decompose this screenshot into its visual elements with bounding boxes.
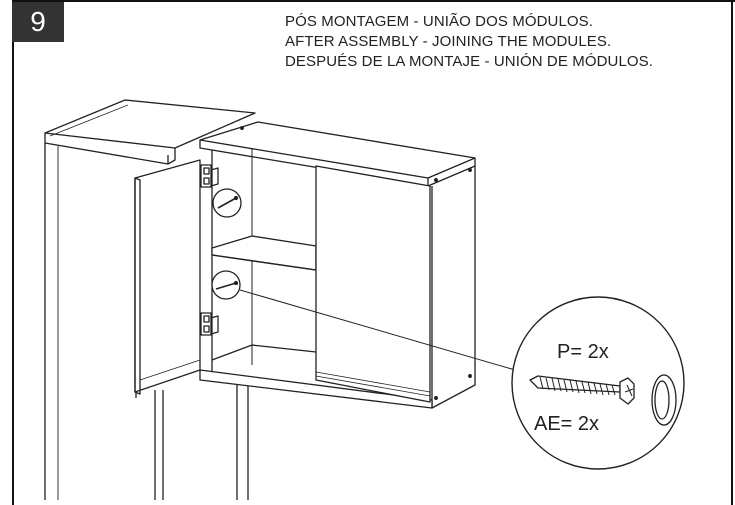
wall-cabinet — [199, 121, 476, 409]
page-border-top — [12, 0, 735, 2]
open-left-door — [134, 159, 219, 398]
screw-quantity-label: P= 2x — [557, 341, 609, 363]
page-border-left — [12, 0, 14, 505]
title-english: AFTER ASSEMBLY - JOINING THE MODULES. — [285, 33, 612, 50]
step-number-badge: 9 — [12, 2, 64, 42]
title-spanish: DESPUÉS DE LA MONTAJE - UNIÓN DE MÓDULOS… — [285, 53, 654, 70]
hardware-callout: P= 2x AE= 2x — [511, 296, 685, 470]
screw-hole-markers — [211, 188, 242, 300]
page-border-right — [731, 0, 733, 505]
callout-leader-line — [239, 289, 523, 373]
title-portuguese: PÓS MONTAGEM - UNIÃO DOS MÓDULOS. — [285, 13, 594, 30]
tall-module — [44, 99, 256, 500]
washer-quantity-label: AE= 2x — [534, 413, 599, 435]
screw-icon — [529, 375, 635, 405]
washer-icon — [651, 374, 677, 426]
